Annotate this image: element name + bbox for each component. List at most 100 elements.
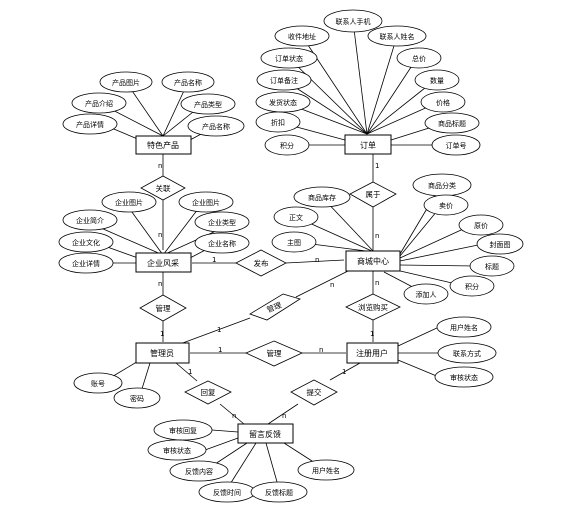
attribute[interactable]: 订单号	[431, 134, 481, 156]
attribute[interactable]: 企业图片	[178, 191, 234, 213]
attribute[interactable]: 发货状态	[255, 91, 311, 113]
attribute[interactable]: 用户姓名	[436, 316, 492, 338]
attribute[interactable]: 审核状态	[434, 366, 494, 388]
relationship-reply[interactable]: 回复	[184, 380, 232, 405]
attribute[interactable]: 产品详情	[62, 113, 118, 135]
cardinality-label: n	[232, 412, 236, 420]
attribute-label: 审核回复	[169, 426, 197, 435]
attribute[interactable]: 积分	[449, 275, 495, 297]
entity-registered-user[interactable]: 注册用户	[346, 342, 399, 364]
attribute-label: 添加人	[416, 290, 437, 299]
attribute[interactable]: 商品分类	[412, 173, 472, 197]
attribute[interactable]: 企业文化	[58, 231, 114, 253]
attributes-feedback: 审核回复 审核状态 反馈内容 用户姓名 反馈时间 反馈标题	[147, 419, 355, 503]
attribute[interactable]: 审核状态	[147, 439, 207, 461]
attribute[interactable]: 企业详情	[58, 252, 114, 274]
relationship-submit[interactable]: 提交	[290, 379, 338, 406]
attributes-registered-user: 用户姓名 联系方式 审核状态	[434, 316, 497, 388]
attribute-label: 发货状态	[269, 98, 297, 107]
attribute[interactable]: 产品名称	[161, 71, 215, 93]
attribute-label: 企业详情	[72, 259, 100, 268]
entity-mall[interactable]: 商城中心	[345, 250, 401, 272]
attribute[interactable]: 标题	[469, 255, 515, 277]
attribute[interactable]: 主图	[271, 231, 317, 253]
cardinality-label: n	[282, 412, 286, 420]
attribute[interactable]: 添加人	[403, 283, 449, 305]
edge	[366, 79, 436, 135]
attribute[interactable]: 反馈标题	[250, 481, 308, 503]
attribute[interactable]: 产品名称	[187, 115, 245, 137]
relationship-manage-user[interactable]: 管理	[245, 340, 303, 367]
edge	[295, 270, 349, 298]
attribute-label: 标题	[485, 262, 499, 271]
entity-label: 特色产品	[147, 140, 179, 150]
cardinality-label: 1	[342, 368, 346, 376]
edge	[399, 243, 484, 262]
attribute[interactable]: 总价	[396, 47, 442, 69]
attribute[interactable]: 反馈内容	[169, 460, 229, 482]
attribute[interactable]: 订单状态	[260, 47, 318, 69]
attribute-label: 卖价	[439, 202, 453, 210]
attribute-label: 产品介绍	[85, 99, 113, 108]
attribute[interactable]: 账号	[73, 372, 123, 394]
attribute[interactable]: 审核回复	[153, 419, 213, 441]
attribute[interactable]: 产品介绍	[71, 92, 127, 114]
edge	[219, 403, 245, 425]
entity-label: 企业风采	[147, 258, 179, 268]
attribute-label: 数量	[430, 76, 444, 85]
attribute[interactable]: 原价	[458, 214, 504, 236]
attribute[interactable]: 联系方式	[437, 342, 497, 364]
attribute-label: 订单状态	[275, 54, 303, 63]
attribute[interactable]: 数量	[414, 69, 460, 91]
relationship-association[interactable]: 关联	[140, 175, 186, 201]
entity-label: 订单	[360, 140, 376, 150]
cardinality-label: 1	[370, 330, 374, 338]
entity-featured-product[interactable]: 特色产品	[135, 135, 192, 155]
attribute-label: 价格	[436, 98, 450, 107]
attribute[interactable]: 企业简介	[62, 209, 118, 231]
attribute[interactable]: 积分	[264, 134, 310, 156]
relationship-browse-purchase[interactable]: 浏览购买	[345, 293, 401, 321]
attribute[interactable]: 密码	[113, 387, 161, 409]
attribute[interactable]: 产品类型	[180, 93, 236, 115]
edge	[204, 437, 239, 451]
attribute[interactable]: 企业类型	[194, 211, 250, 233]
attribute[interactable]: 卖价	[423, 194, 469, 216]
attribute[interactable]: 联系人姓名	[367, 25, 427, 47]
attributes-featured-product: 产品图片 产品名称 产品介绍 产品类型 产品详情 产品名称	[62, 71, 245, 137]
attribute[interactable]: 反馈时间	[198, 481, 256, 503]
relationship-belongs[interactable]: 属于	[349, 181, 397, 208]
attribute[interactable]: 联系人手机	[323, 9, 383, 33]
attribute[interactable]: 收件地址	[274, 25, 330, 47]
attribute[interactable]: 企业名称	[194, 232, 250, 254]
attribute-label: 用户姓名	[450, 323, 478, 332]
relationship-manage-mall[interactable]: 管理	[249, 293, 301, 321]
attribute[interactable]: 商品标题	[424, 112, 480, 134]
entity-enterprise[interactable]: 企业风采	[135, 252, 192, 273]
attribute[interactable]: 商品库存	[293, 186, 351, 208]
attribute-label: 联系人手机	[336, 17, 371, 26]
attribute[interactable]: 正文	[273, 206, 319, 228]
relationship-manage-enterprise[interactable]: 管理	[139, 294, 187, 322]
relationship-publish[interactable]: 发布	[235, 249, 287, 277]
attribute[interactable]: 价格	[420, 91, 466, 113]
attribute[interactable]: 封面图	[476, 233, 524, 255]
attribute[interactable]: 订单备注	[256, 69, 312, 91]
attribute[interactable]: 折扣	[255, 111, 301, 133]
attribute-label: 产品名称	[174, 78, 202, 87]
edge	[226, 442, 257, 490]
entity-label: 留言反馈	[249, 429, 281, 439]
entity-order[interactable]: 订单	[344, 134, 392, 155]
attribute-label: 主图	[287, 238, 301, 247]
edge	[397, 326, 440, 347]
attribute-label: 折扣	[271, 118, 285, 127]
attribute[interactable]: 产品图片	[99, 71, 153, 93]
entity-feedback[interactable]: 留言反馈	[237, 423, 294, 444]
attributes-mall: 商品分类 商品库存 卖价 正文 原价 主图 封面图 标题 添加人 积分	[271, 173, 524, 305]
attribute-label: 产品名称	[202, 122, 230, 131]
entity-admin[interactable]: 管理员	[135, 342, 190, 364]
attribute[interactable]: 企业图片	[101, 191, 157, 213]
attribute[interactable]: 用户姓名	[297, 459, 355, 481]
attribute-label: 审核状态	[163, 446, 191, 455]
